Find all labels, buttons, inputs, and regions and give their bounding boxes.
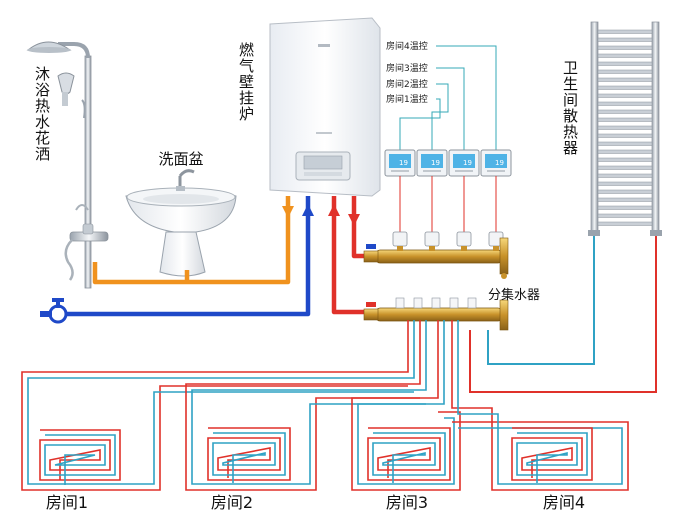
loop-feed-cold [457, 320, 623, 485]
loop-feed-cold [357, 320, 455, 485]
manifold-label: 分集水器 [488, 287, 540, 303]
floor-coil-cold [212, 432, 286, 483]
radiator-label: 卫生间散热器 [561, 60, 579, 156]
radiator-bar [597, 101, 653, 106]
radiator-bar [597, 125, 653, 130]
boiler-icon [269, 17, 381, 197]
floor-coil-cold [44, 434, 116, 485]
radiator-bar [597, 213, 653, 218]
radiator-bar [597, 117, 653, 122]
radiator-bar [597, 173, 653, 178]
loop-feed-cold [191, 320, 427, 485]
room-label-2: 房间2 [211, 493, 253, 512]
svg-text:19: 19 [431, 159, 440, 167]
svg-text:19: 19 [399, 159, 408, 167]
radiator-bar [597, 221, 653, 226]
floor-coil-hot [207, 427, 291, 481]
thermostat-icon: 19 [448, 149, 480, 177]
mains-valve-icon [40, 298, 68, 324]
radiator-bar [597, 197, 653, 202]
floor-coil-hot [39, 429, 121, 481]
radiator-bar [597, 165, 653, 170]
thermostat-label-1: 房间1温控 [386, 93, 428, 105]
floor-heating-loops [21, 320, 629, 491]
radiator-bar [597, 37, 653, 42]
radiator-bar [597, 157, 653, 162]
thermostat-icon: 19 [480, 149, 512, 177]
loop-feed-hot [21, 320, 409, 491]
radiator-bar [597, 69, 653, 74]
room-label-3: 房间3 [386, 493, 428, 512]
radiator-bar [597, 109, 653, 114]
radiator-bar [597, 93, 653, 98]
thermostat-icon: 19 [416, 149, 448, 177]
shower-label: 沐浴热水花洒 [33, 66, 51, 162]
loop-feed-hot [451, 320, 629, 491]
floor-coil-hot [511, 427, 593, 481]
basin-label: 洗面盆 [158, 150, 203, 168]
towel-radiator-icon [588, 21, 662, 236]
radiator-bar [597, 133, 653, 138]
radiator-bar [597, 141, 653, 146]
washbasin-icon [125, 169, 237, 277]
shower-icon [26, 41, 109, 289]
thermostat-labels: 房间4温控 房间3温控 房间2温控 房间1温控 [386, 40, 428, 105]
radiator-bar [597, 61, 653, 66]
radiator-bar [597, 77, 653, 82]
actuator-wires [399, 176, 497, 232]
svg-text:19: 19 [495, 159, 504, 167]
radiator-bar [597, 45, 653, 50]
radiator-bar [597, 53, 653, 58]
thermostat-icon: 19 [384, 149, 416, 177]
flow-arrows [282, 204, 360, 226]
boiler-label: 燃气壁挂炉 [237, 42, 255, 122]
room-label-1: 房间1 [46, 493, 88, 512]
radiator-bar [597, 85, 653, 90]
radiator-bar [597, 205, 653, 210]
radiator-bar [597, 149, 653, 154]
loop-feed-hot [351, 320, 461, 491]
thermostat-label-3: 房间3温控 [386, 62, 428, 74]
thermostat-units: 19 19 19 19 [384, 149, 512, 177]
manifold-icon [363, 231, 509, 331]
floor-coil-cold [516, 432, 588, 483]
thermostat-wiring [399, 45, 497, 150]
radiator-bar [597, 29, 653, 34]
thermostat-label-2: 房间2温控 [386, 78, 428, 90]
floor-coil-cold [372, 432, 446, 483]
loop-feed-cold [27, 320, 415, 485]
radiator-bar [597, 189, 653, 194]
radiator-pipes [469, 236, 657, 393]
floor-coil-hot [367, 427, 451, 481]
radiator-bar [597, 181, 653, 186]
loop-feed-hot [185, 320, 421, 491]
room-label-4: 房间4 [543, 493, 585, 512]
thermostat-label-4: 房间4温控 [386, 40, 428, 52]
svg-text:19: 19 [463, 159, 472, 167]
